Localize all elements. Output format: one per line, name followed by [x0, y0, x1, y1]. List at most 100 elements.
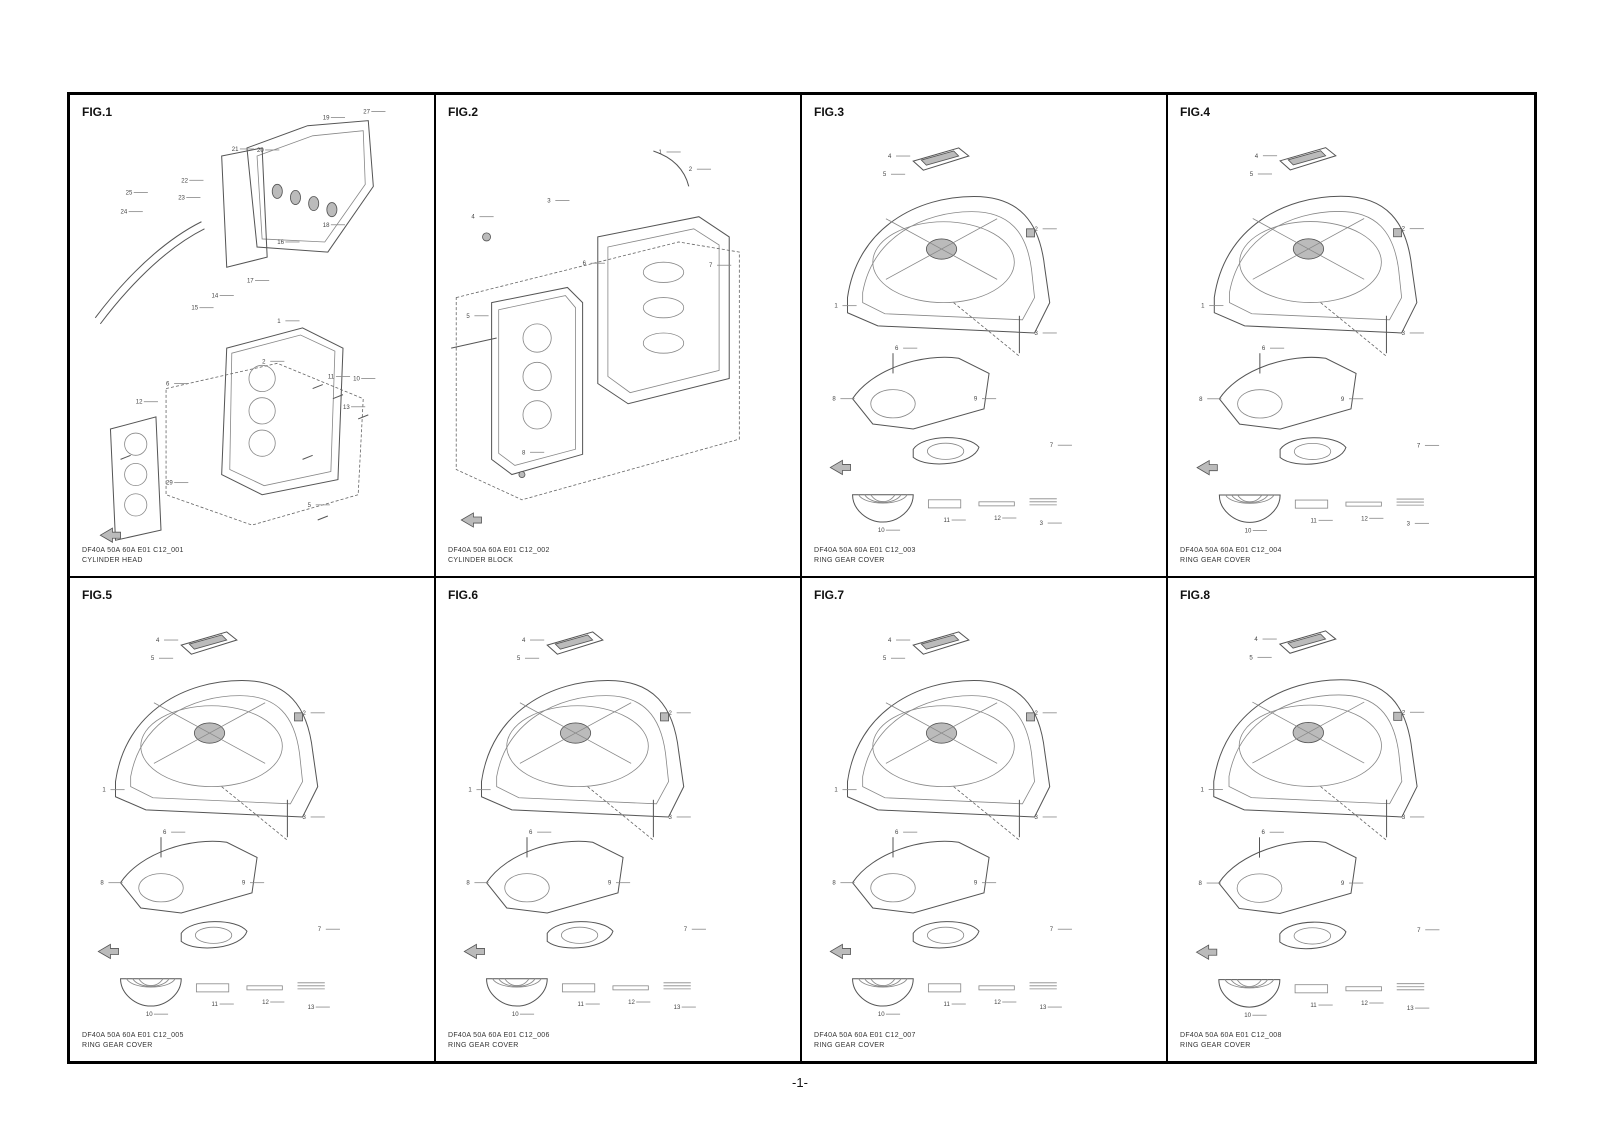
part-callout-number: 29 [166, 481, 173, 487]
part-callout-number: 2 [262, 359, 266, 365]
part-callout-number: 10 [1244, 1012, 1251, 1019]
figure-label: FIG.7 [814, 588, 845, 602]
part-callout-number: 10 [512, 1012, 519, 1018]
part-callout-number: 4 [1255, 154, 1259, 160]
part-callout-number: 21 [232, 147, 239, 153]
part-callout-number: 1 [1201, 304, 1205, 310]
figure-code: DF40A 50A 60A E01 C12_004 [1180, 547, 1282, 554]
part-callout-number: 11 [1310, 518, 1317, 524]
part-callout-number: 12 [994, 516, 1001, 522]
part-callout-number: 7 [1417, 927, 1421, 934]
part-callout-number: 25 [126, 190, 133, 196]
figure-label: FIG.1 [82, 105, 113, 119]
part-callout-number: 16 [277, 240, 284, 246]
page-number: -1- [792, 1075, 808, 1090]
part-callout-number: 17 [247, 278, 254, 284]
part-callout-number: 13 [343, 405, 350, 411]
part-callout-number: 3 [547, 199, 551, 205]
part-callout-number: 4 [888, 154, 892, 160]
part-callout-number: 6 [1262, 829, 1266, 836]
part-callout-number: 8 [832, 881, 836, 887]
part-callout-number: 6 [163, 830, 167, 836]
figure-title: CYLINDER BLOCK [448, 557, 514, 564]
figure-label: FIG.4 [1180, 105, 1211, 119]
part-callout-number: 5 [883, 656, 887, 662]
part-callout-number: 10 [146, 1012, 153, 1018]
part-callout-number: 10 [353, 376, 360, 382]
part-callout-number: 3 [1035, 331, 1039, 337]
part-callout-number: 10 [878, 528, 885, 534]
part-callout-number: 3 [669, 815, 673, 821]
figure-caption: DF40A 50A 60A E01 C12_005 RING GEAR COVE… [82, 1031, 184, 1051]
part-callout-number: 3 [1402, 814, 1406, 821]
part-callout-number: 6 [529, 830, 533, 836]
part-callout-number: 11 [212, 1002, 219, 1008]
part-callout-number: 4 [156, 638, 160, 644]
part-callout-number: 1 [102, 788, 106, 794]
part-callout-number: 12 [136, 400, 143, 406]
figure-code: DF40A 50A 60A E01 C12_001 [82, 547, 184, 554]
part-callout-number: 9 [974, 397, 978, 403]
part-callout-number: 5 [1249, 654, 1253, 661]
figure-label: FIG.6 [448, 588, 479, 602]
part-callout-number: 2 [1035, 711, 1039, 717]
part-callout-number: 11 [1310, 1002, 1317, 1009]
part-callout-number: 5 [883, 172, 887, 178]
part-callout-number: 2 [1402, 227, 1406, 233]
part-callout-number: 8 [1199, 397, 1203, 403]
part-callout-number: 24 [121, 210, 128, 216]
figure-title: RING GEAR COVER [82, 1042, 153, 1049]
figure-code: DF40A 50A 60A E01 C12_007 [814, 1032, 916, 1039]
figure-caption: DF40A 50A 60A E01 C12_001 CYLINDER HEAD [82, 546, 184, 566]
figure-title: RING GEAR COVER [814, 1042, 885, 1049]
part-callout-number: 18 [323, 223, 330, 229]
part-callout-number: 13 [308, 1005, 315, 1011]
figure-caption: DF40A 50A 60A E01 C12_004 RING GEAR COVE… [1180, 546, 1282, 566]
part-callout-number: 5 [1250, 172, 1254, 178]
part-callout-number: 3 [1407, 521, 1411, 527]
figure-title: RING GEAR COVER [1180, 1042, 1251, 1049]
part-callout-number: 23 [178, 196, 185, 202]
figure-code: DF40A 50A 60A E01 C12_008 [1180, 1032, 1282, 1039]
part-callout-number: 12 [1361, 1000, 1368, 1007]
part-callout-number: 1 [834, 304, 838, 310]
part-callout-number: 6 [166, 382, 170, 388]
part-callout-number: 4 [888, 638, 892, 644]
part-callout-number: 9 [974, 881, 978, 887]
part-callout-number: 7 [1417, 443, 1421, 449]
part-callout-number: 3 [1402, 331, 1406, 337]
part-callout-number: 11 [328, 374, 335, 380]
part-callout-number: 13 [1407, 1005, 1414, 1012]
part-callout-number: 4 [1254, 636, 1258, 643]
part-callout-number: 8 [1199, 880, 1203, 887]
part-callout-number: 6 [1262, 346, 1266, 352]
part-callout-number: 6 [895, 346, 899, 352]
part-callout-number: 11 [944, 518, 951, 524]
part-callout-number: 1 [834, 788, 838, 794]
figure-label: FIG.3 [814, 105, 845, 119]
part-callout-number: 5 [517, 656, 521, 662]
part-callout-number: 8 [832, 397, 836, 403]
figure-caption: DF40A 50A 60A E01 C12_006 RING GEAR COVE… [448, 1031, 550, 1051]
part-callout-number: 20 [257, 148, 264, 154]
part-callout-number: 6 [895, 830, 899, 836]
figure-title: RING GEAR COVER [448, 1042, 519, 1049]
part-callout-number: 12 [628, 1000, 635, 1006]
figure-label: FIG.2 [448, 105, 479, 119]
